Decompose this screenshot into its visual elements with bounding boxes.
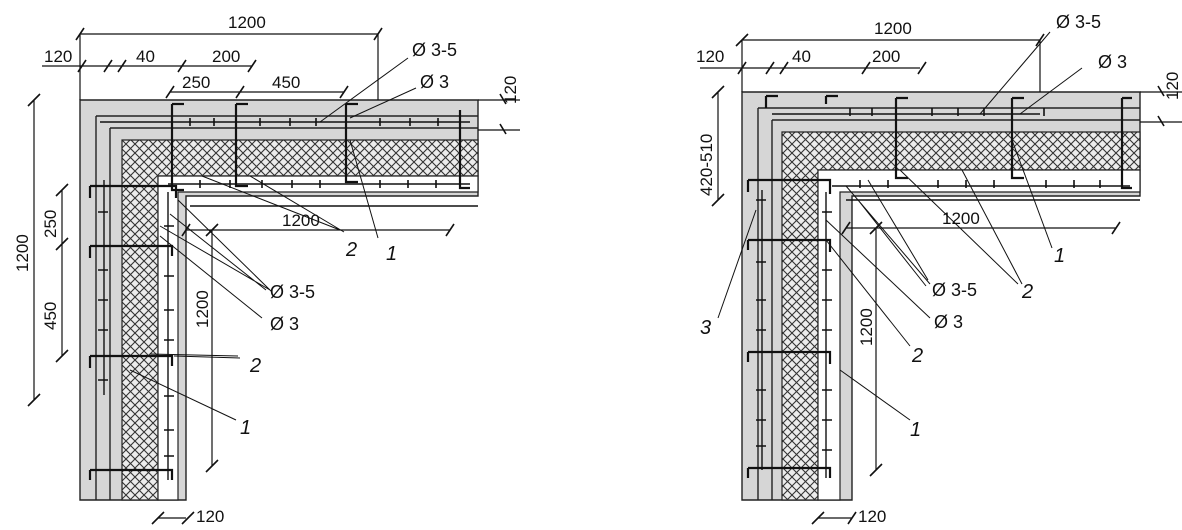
left-dim-left-450: 450 — [41, 302, 60, 330]
left-label-dia-3-mid: Ø 3 — [270, 314, 299, 334]
left-dim-right-120: 120 — [501, 76, 520, 104]
right-callout-1-top: 1 — [1054, 245, 1065, 267]
right-label-dia-3-5-top: Ø 3-5 — [1056, 12, 1101, 32]
left-dim-bottom-120: 120 — [196, 507, 224, 526]
right-dim-top-40: 40 — [792, 47, 811, 66]
right-dim-top-200: 200 — [872, 47, 900, 66]
right-callout-1-bottom: 1 — [910, 419, 921, 441]
left-dim-top-120: 120 — [44, 47, 72, 66]
left-side-rebars — [88, 180, 178, 480]
right-dim-top-1200: 1200 — [874, 19, 912, 38]
right-callout-3: 3 — [700, 317, 711, 339]
left-dim-left-1200: 1200 — [13, 234, 32, 272]
left-dim-top-40: 40 — [136, 47, 155, 66]
left-callout-1-bottom: 1 — [240, 417, 251, 439]
left-callout-2-mid: 2 — [249, 355, 261, 377]
right-dim-top-120: 120 — [696, 47, 724, 66]
right-corner-detail: 1200 120 40 200 120 420-510 1200 1200 12… — [696, 12, 1182, 526]
right-label-dia-3-top: Ø 3 — [1098, 52, 1127, 72]
right-callout-2-top: 2 — [1021, 281, 1033, 303]
left-dim-left-250: 250 — [41, 210, 60, 238]
left-dim-inner-1200: 1200 — [282, 211, 320, 230]
right-top-rebars — [764, 94, 1140, 201]
right-labels: Ø 3-5 Ø 3 1 2 Ø 3-5 Ø 3 2 1 3 — [700, 12, 1127, 441]
right-dim-inner-1200: 1200 — [942, 209, 980, 228]
left-corner-detail: 1200 120 40 200 250 450 120 1200 1200 25… — [13, 13, 520, 526]
left-label-dia-3-top: Ø 3 — [420, 72, 449, 92]
right-dim-left-420-510: 420-510 — [697, 134, 716, 196]
right-side-rebars — [746, 178, 832, 478]
right-label-dia-3-mid: Ø 3 — [934, 312, 963, 332]
left-dim-mid-1200: 1200 — [193, 290, 212, 328]
left-dim-top-250: 250 — [182, 73, 210, 92]
left-top-rebars — [100, 102, 478, 207]
right-dim-bottom-120: 120 — [858, 507, 886, 526]
left-dimensions: 1200 120 40 200 250 450 120 1200 1200 25… — [13, 13, 520, 526]
left-dim-top-200: 200 — [212, 47, 240, 66]
left-dim-top-450: 450 — [272, 73, 300, 92]
left-dim-top-1200: 1200 — [228, 13, 266, 32]
left-callout-1-top: 1 — [386, 243, 397, 265]
right-inner-layer — [817, 169, 1141, 501]
left-label-dia-3-5-top: Ø 3-5 — [412, 40, 457, 60]
left-inner-layer — [157, 175, 479, 501]
left-callout-2-top: 2 — [345, 239, 357, 261]
left-label-dia-3-5-mid: Ø 3-5 — [270, 282, 315, 302]
left-labels: Ø 3-5 Ø 3 1 2 Ø 3-5 Ø 3 2 1 — [129, 40, 457, 439]
right-dimensions: 1200 120 40 200 120 420-510 1200 1200 12… — [696, 19, 1182, 526]
right-label-dia-3-5-mid: Ø 3-5 — [932, 280, 977, 300]
right-dim-right-120: 120 — [1163, 72, 1182, 100]
right-dim-mid-1200: 1200 — [857, 308, 876, 346]
right-callout-2-mid: 2 — [911, 345, 923, 367]
